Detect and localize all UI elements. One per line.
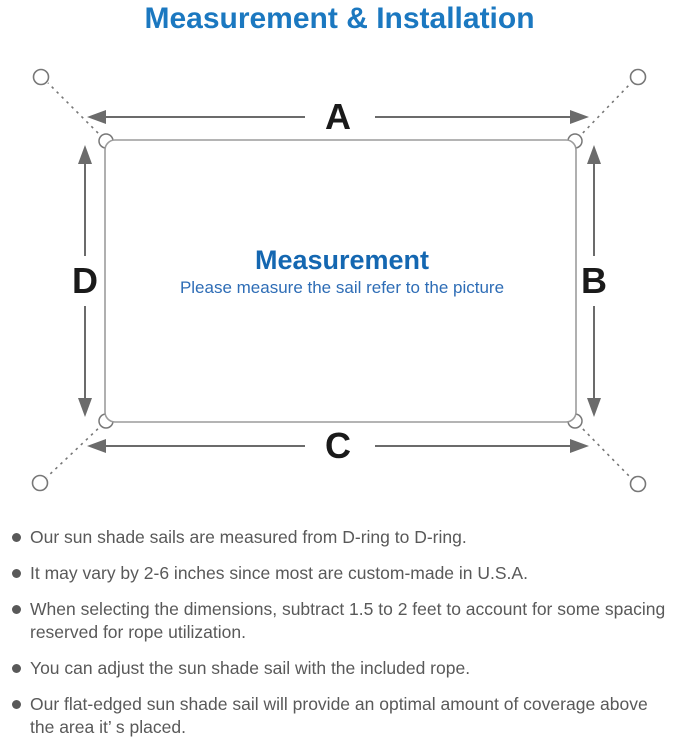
- arrowhead-up-icon: [587, 145, 601, 164]
- dimension-label-c: C: [325, 425, 351, 466]
- arrowhead-right-icon: [570, 439, 589, 453]
- list-item: You can adjust the sun shade sail with t…: [12, 657, 672, 680]
- bullet-icon: [12, 533, 21, 542]
- dimension-b: [587, 145, 601, 417]
- dashed-line-top-right: [577, 82, 632, 139]
- bullet-icon: [12, 569, 21, 578]
- anchor-ring-top-left: [32, 68, 50, 86]
- anchor-rings: [31, 68, 647, 493]
- arrowhead-up-icon: [78, 145, 92, 164]
- dashed-line-bottom-left: [46, 423, 104, 478]
- list-item-text: When selecting the dimensions, subtract …: [30, 599, 666, 642]
- list-item: Our flat-edged sun shade sail will provi…: [12, 693, 672, 739]
- dimension-label-a: A: [325, 96, 351, 137]
- list-item: Our sun shade sails are measured from D-…: [12, 526, 672, 549]
- list-item-text: It may vary by 2-6 inches since most are…: [30, 563, 528, 583]
- list-item-text: You can adjust the sun shade sail with t…: [30, 658, 471, 678]
- bullet-icon: [12, 664, 21, 673]
- bullet-icon: [12, 605, 21, 614]
- arrowhead-left-icon: [87, 110, 106, 124]
- list-item: When selecting the dimensions, subtract …: [12, 598, 672, 644]
- arrowhead-left-icon: [87, 439, 106, 453]
- anchor-dashed-lines: [46, 82, 632, 479]
- list-item-text: Our flat-edged sun shade sail will provi…: [30, 694, 648, 737]
- diagram-center-title: Measurement: [255, 245, 429, 275]
- anchor-ring-bottom-left: [31, 474, 49, 492]
- dimension-label-d: D: [72, 260, 98, 301]
- arrowhead-down-icon: [78, 398, 92, 417]
- list-item-text: Our sun shade sails are measured from D-…: [30, 527, 467, 547]
- dashed-line-bottom-right: [577, 423, 632, 479]
- dimension-a: [87, 110, 589, 124]
- dimension-label-b: B: [581, 260, 607, 301]
- arrowhead-down-icon: [587, 398, 601, 417]
- dimension-d: [78, 145, 92, 417]
- page-title: Measurement & Installation: [144, 2, 535, 35]
- anchor-ring-bottom-right: [629, 475, 647, 493]
- list-item: It may vary by 2-6 inches since most are…: [12, 562, 672, 585]
- bullet-icon: [12, 700, 21, 709]
- measurement-diagram: A D B C Measurement Please measure the s…: [31, 68, 647, 493]
- sail-rectangle: [104, 139, 577, 423]
- anchor-ring-top-right: [629, 68, 647, 86]
- dimension-c: [87, 439, 589, 453]
- arrowhead-right-icon: [570, 110, 589, 124]
- dashed-line-top-left: [47, 82, 104, 139]
- diagram-center-subtitle: Please measure the sail refer to the pic…: [180, 278, 504, 297]
- notes-list: Our sun shade sails are measured from D-…: [12, 526, 672, 739]
